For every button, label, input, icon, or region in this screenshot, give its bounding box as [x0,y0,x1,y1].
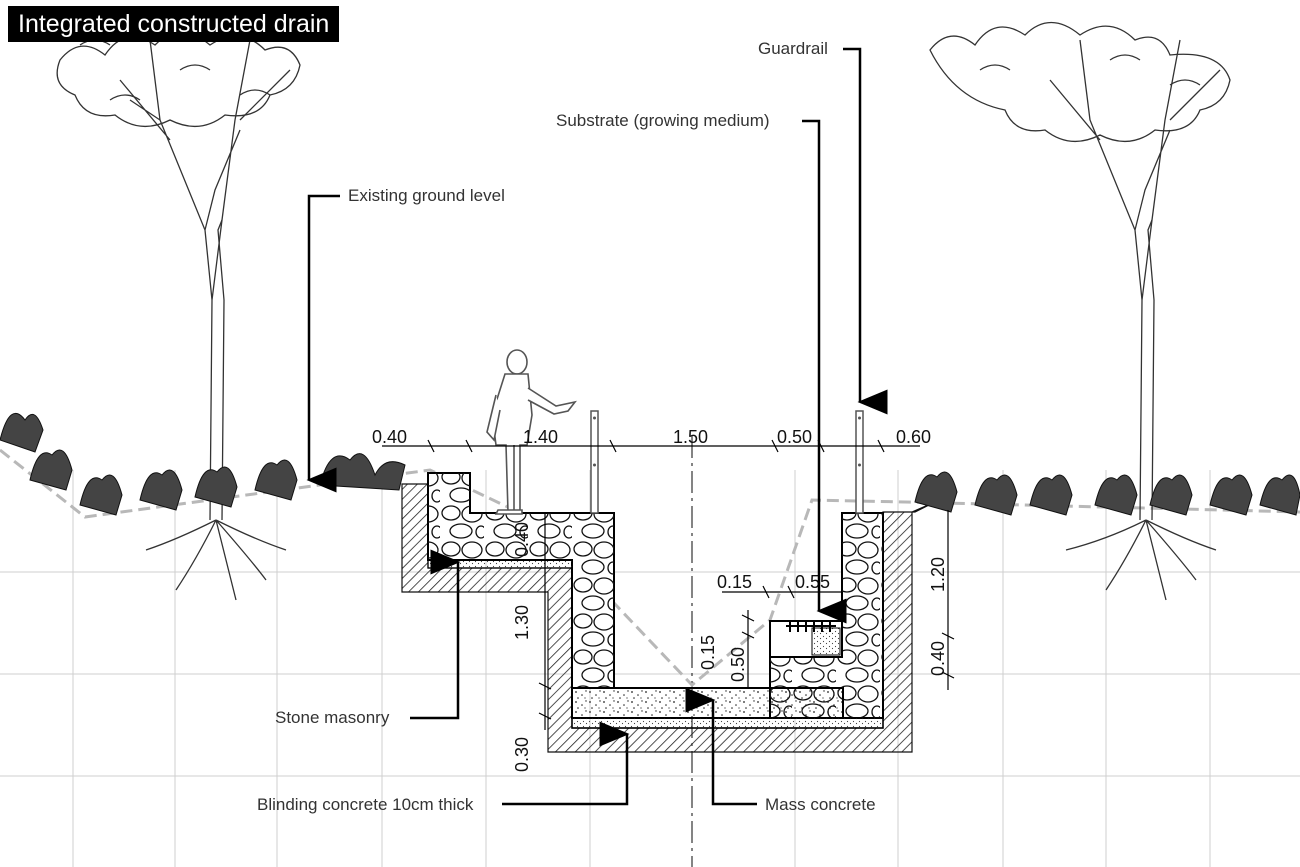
dim-120: 1.20 [928,557,948,592]
dim-040-right: 0.40 [928,641,948,676]
dim-055: 0.55 [795,572,830,592]
dim-040-top: 0.40 [372,427,407,447]
dim-015-h: 0.15 [717,572,752,592]
dim-150: 1.50 [673,427,708,447]
dim-050-v: 0.50 [728,647,748,682]
blinding-left-ledge [427,559,573,569]
dim-015-v: 0.15 [698,635,718,670]
label-guardrail: Guardrail [758,39,828,58]
dim-060: 0.60 [896,427,931,447]
dimension-lines [382,439,955,730]
mass-concrete [571,687,844,719]
blinding-concrete [571,717,884,729]
dim-030: 0.30 [512,737,532,772]
label-existing-ground: Existing ground level [348,186,505,205]
dim-050-top: 0.50 [777,427,812,447]
label-blinding-concrete: Blinding concrete 10cm thick [257,795,474,814]
guardrail-left [590,410,599,514]
dim-140: 1.40 [523,427,558,447]
dim-130: 1.30 [512,605,532,640]
label-substrate: Substrate (growing medium) [556,111,770,130]
shrubs [0,412,1300,516]
tree-left [56,32,301,601]
drawing-title: Integrated constructed drain [8,6,340,42]
leader-lines [306,47,888,806]
label-stone-masonry: Stone masonry [275,708,390,727]
tree-right [929,22,1231,601]
dim-040-vert-left: 0.40 [512,522,532,557]
person-figure [486,349,577,515]
existing-ground-line [0,448,1300,688]
label-mass-concrete: Mass concrete [765,795,876,814]
guardrail-right [855,410,864,514]
